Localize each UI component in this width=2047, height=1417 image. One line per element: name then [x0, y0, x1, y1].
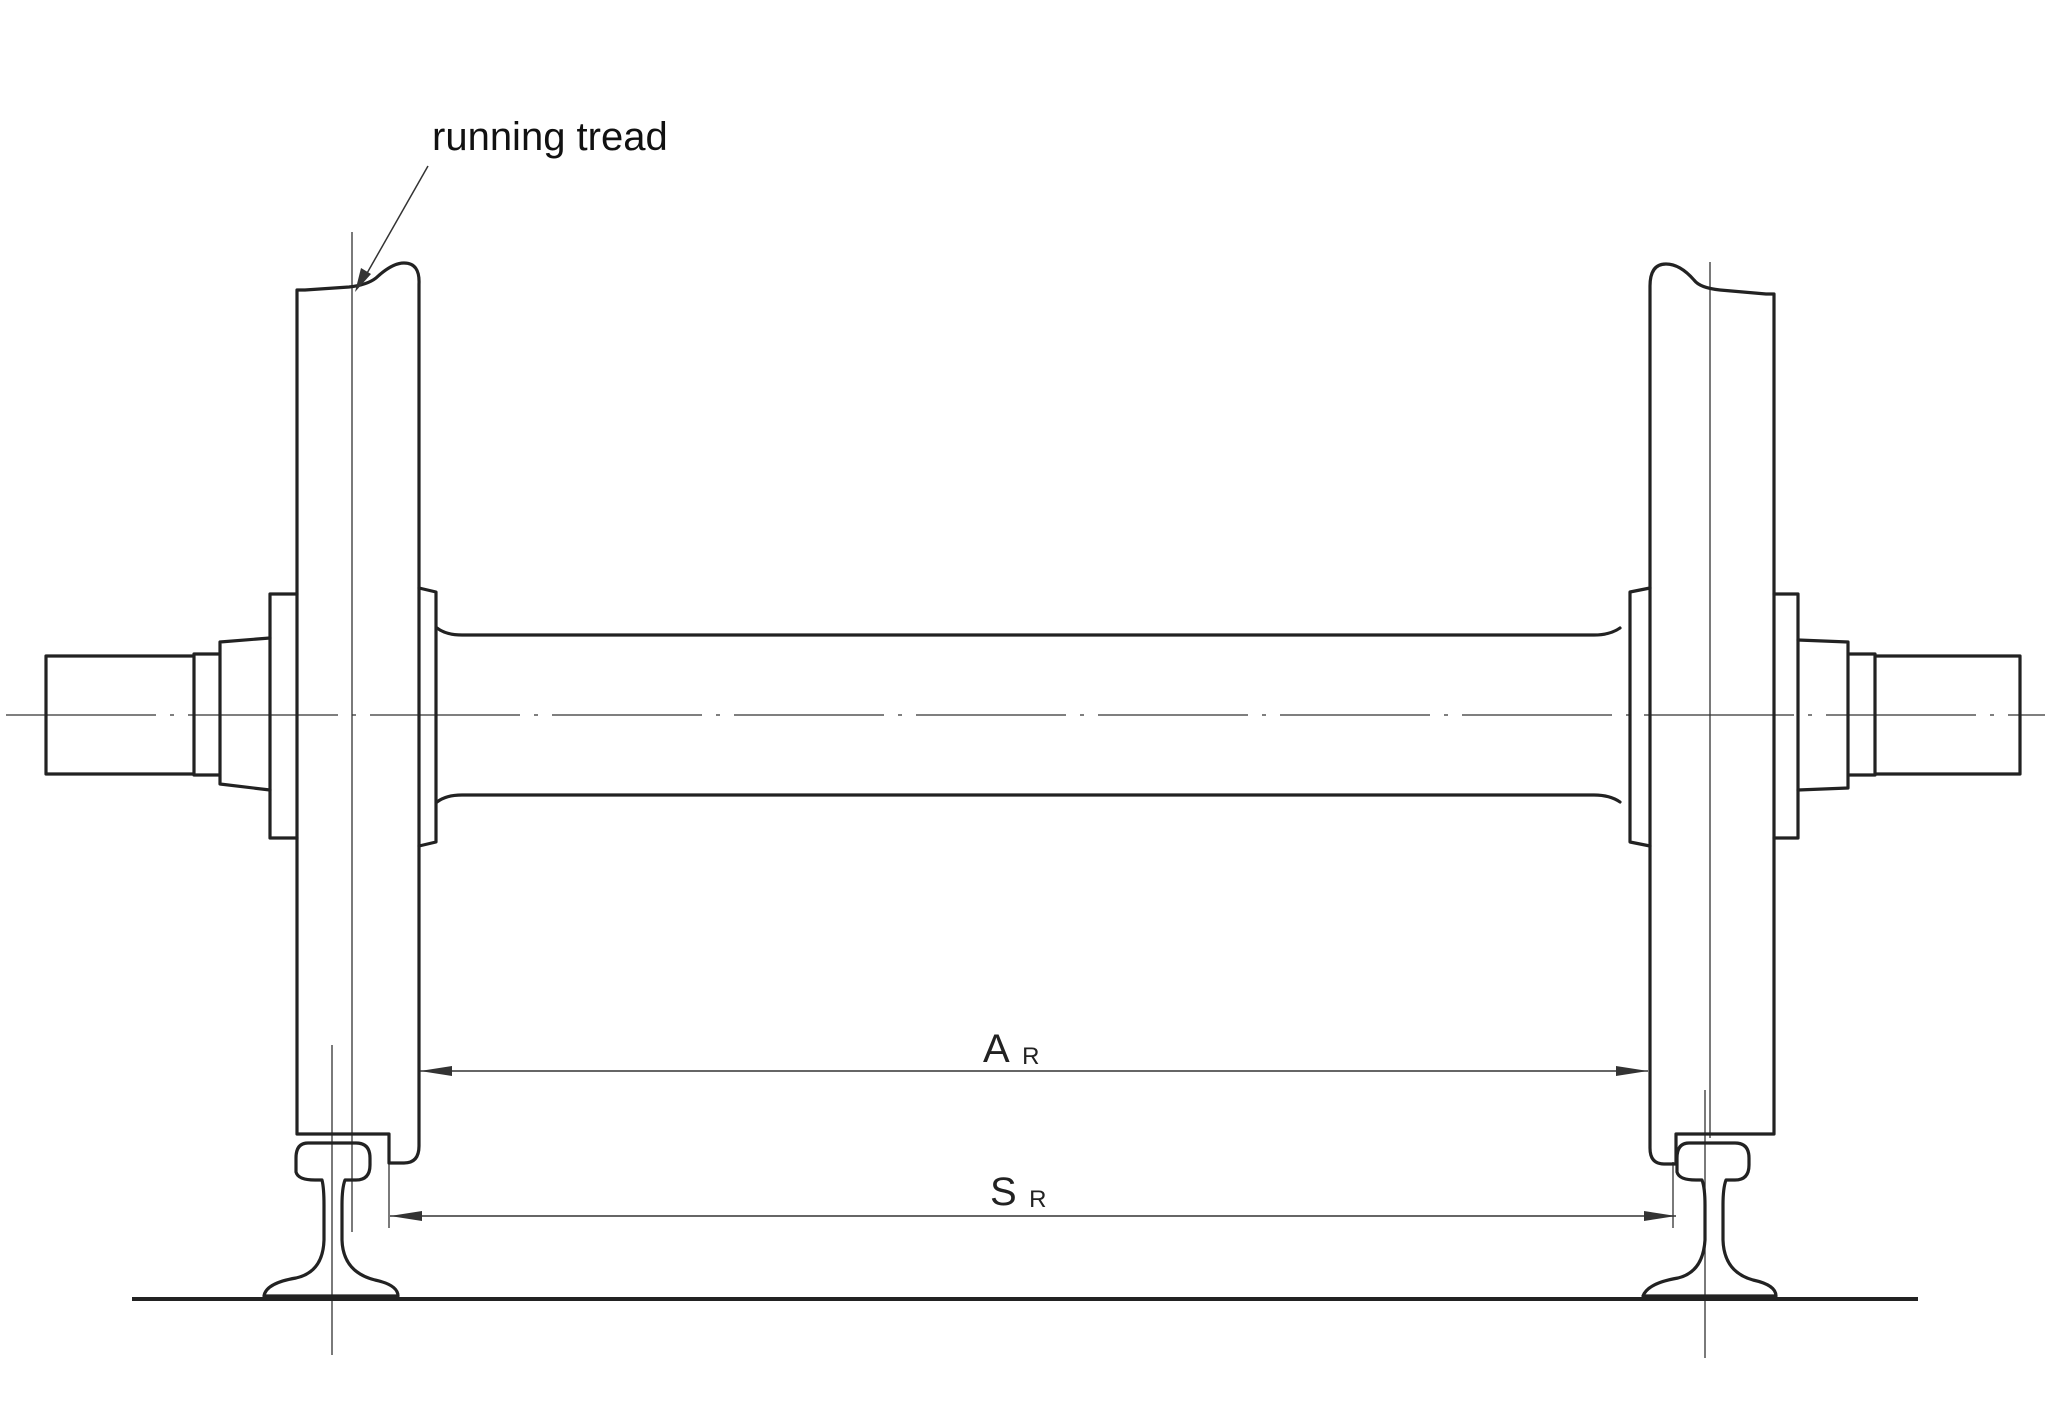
dimension-s-arrow-left: [390, 1211, 422, 1221]
dimension-s-subscript: R: [1029, 1186, 1046, 1213]
dimension-a-arrow-left: [420, 1066, 452, 1076]
dimension-s-main: S: [990, 1170, 1017, 1214]
running-tread-leader: [361, 165, 429, 283]
left-journal: [44, 636, 272, 792]
dimension-s-arrow-right: [1644, 1211, 1676, 1221]
left-hub: [268, 586, 438, 848]
running-tread-label: running tread: [432, 115, 668, 159]
right-hub: [1628, 586, 1800, 848]
dimension-a-label: A R: [983, 1027, 1039, 1071]
dimension-s-label: S R: [990, 1170, 1046, 1214]
left-rail: [262, 1141, 400, 1298]
axle-body: [435, 626, 1622, 804]
right-wheel: [1648, 262, 1776, 1166]
right-rail: [1641, 1141, 1778, 1298]
dimension-a-arrow-right: [1616, 1066, 1648, 1076]
right-journal: [1796, 638, 2022, 792]
running-tread-leader-arrow: [355, 268, 371, 292]
dimension-a-subscript: R: [1022, 1043, 1039, 1070]
left-wheel: [295, 261, 421, 1165]
dimension-a-main: A: [983, 1027, 1010, 1071]
